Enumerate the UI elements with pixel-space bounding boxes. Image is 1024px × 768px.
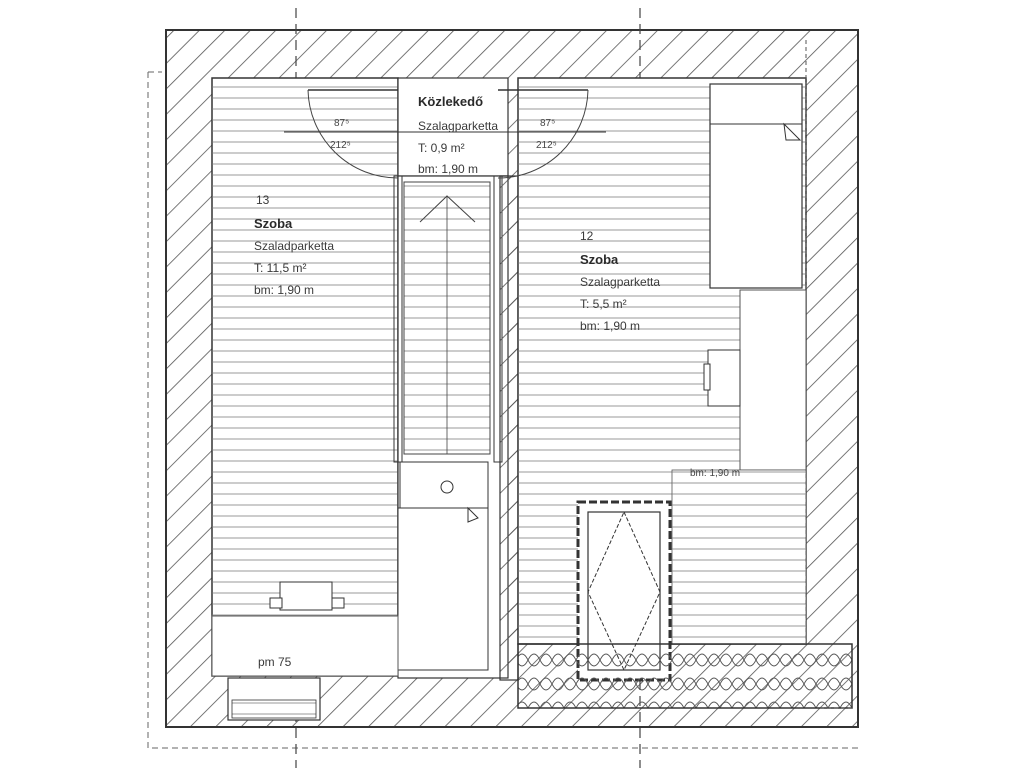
corridor-name: Közlekedő [418,94,483,109]
room-13-lower [211,615,399,721]
corridor-area: T: 0,9 m² [418,141,465,155]
corridor-floor [397,77,509,177]
room-12-number: 12 [580,229,594,243]
door-right [497,89,589,179]
room-13-number: 13 [256,193,270,207]
room-13-area: T: 11,5 m² [254,261,306,275]
stair-shaft [393,175,509,679]
room-13-name: Szoba [254,216,293,231]
room-12-floor-type: Szalagparketta [580,275,660,289]
door-left-height: 212⁵ [330,140,351,151]
room-13-floor-type: Szaladparketta [254,239,334,253]
nightstand [703,349,741,407]
insulation-strip [517,643,853,709]
room-12-area: T: 5,5 m² [580,297,627,311]
door-right-width: 87⁵ [540,118,555,129]
room-12-height: bm: 1,90 m [580,319,640,333]
door-left-width: 87⁵ [334,118,349,129]
parapet-label: pm 75 [258,655,292,669]
door-left [307,89,399,179]
bed [709,83,803,289]
right-edge [805,40,852,709]
room-12-name: Szoba [580,252,619,267]
room-13-floor [211,77,399,677]
corridor-height: bm: 1,90 m [418,162,478,176]
room-13-height: bm: 1,90 m [254,283,314,297]
dashed-outline [147,71,860,749]
bed-height-label: bm: 1,90 m [690,468,740,479]
room-12-floor [517,77,807,645]
chair [269,581,345,611]
partition-wall [499,175,519,681]
door-right-height: 212⁵ [536,140,557,151]
corridor-floor-type: Szalagparketta [418,119,498,133]
